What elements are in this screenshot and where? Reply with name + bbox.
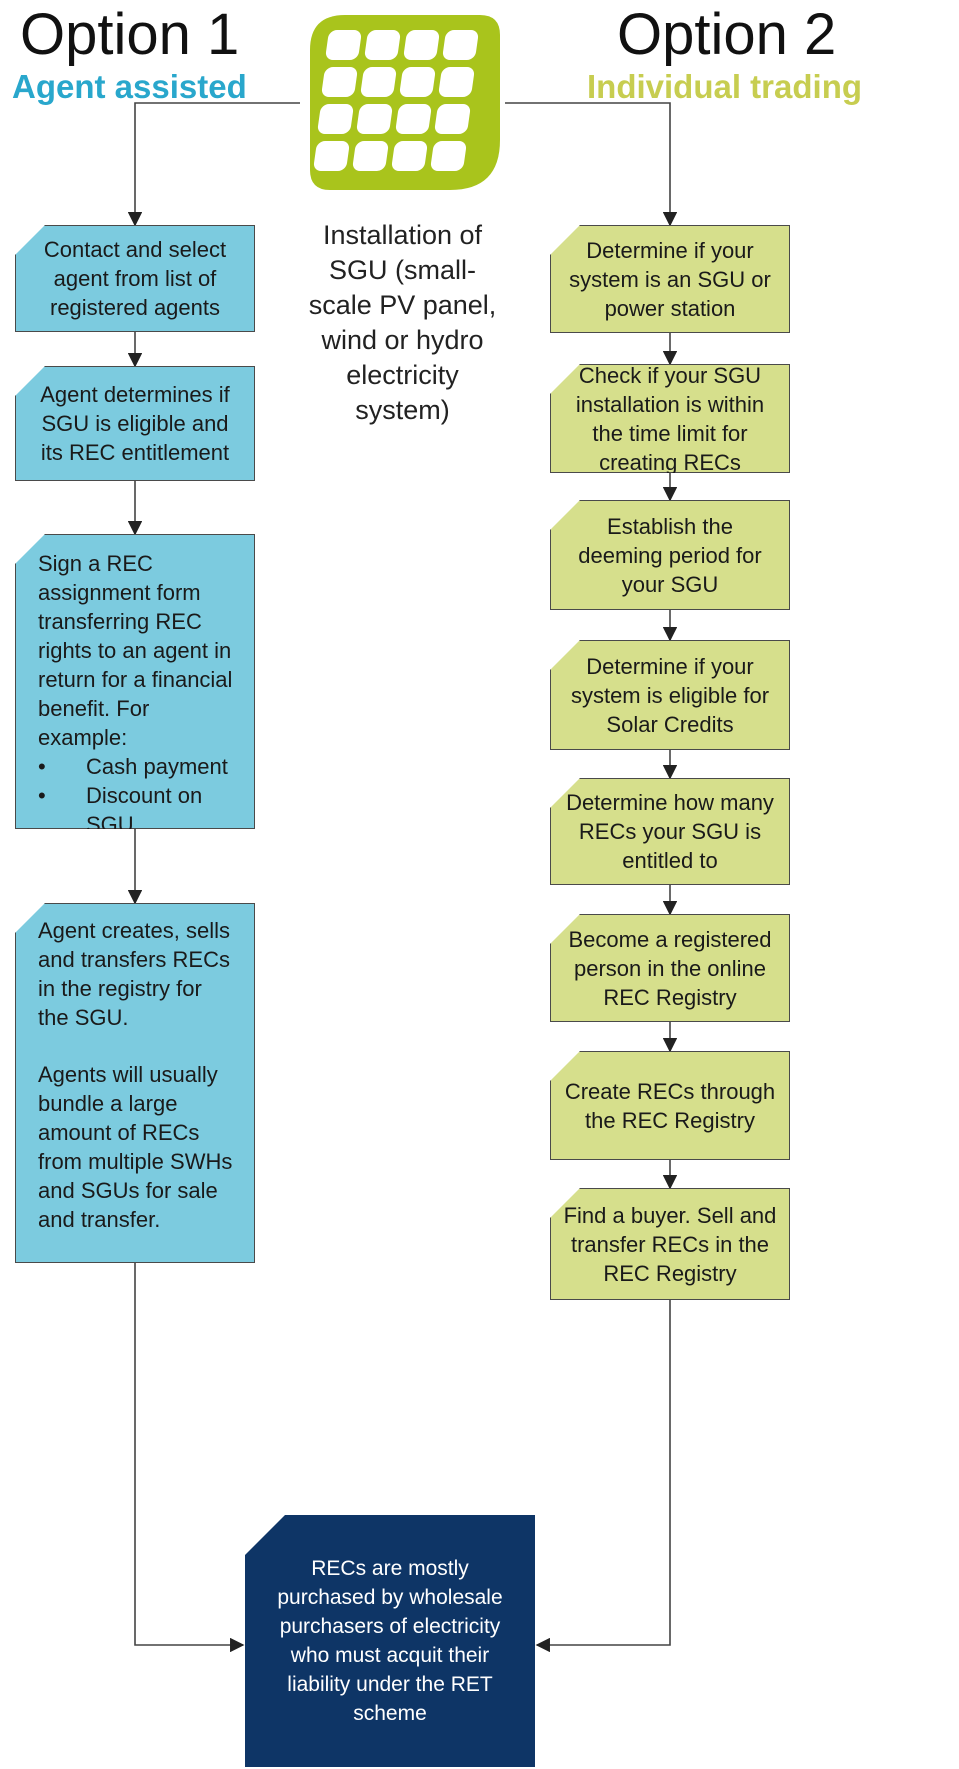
left-step-2-text: Agent determines if SGU is eligible and … (40, 382, 230, 465)
option1-title: Option 1 (20, 2, 240, 67)
left-step-4: Agent creates, sells and transfers RECs … (15, 903, 255, 1263)
right-step-5-text: Determine how many RECs your SGU is enti… (566, 790, 774, 873)
right-step-8-text: Find a buyer. Sell and transfer RECs in … (563, 1202, 777, 1286)
solar-cell (321, 67, 358, 97)
solar-cell (434, 104, 471, 134)
solar-cell (438, 67, 475, 97)
right-step-6-text: Become a registered person in the online… (568, 926, 772, 1010)
solar-cell (395, 104, 432, 134)
solar-cell (325, 30, 362, 60)
right-step-4: Determine if your system is eligible for… (550, 640, 790, 750)
right-step-1: Determine if your system is an SGU or po… (550, 225, 790, 333)
right-step-2-text: Check if your SGU installation is within… (575, 362, 765, 475)
solar-cell (356, 104, 393, 134)
solar-cell (313, 141, 350, 171)
option2-subtitle: Individual trading (587, 68, 863, 105)
right-step-8: Find a buyer. Sell and transfer RECs in … (550, 1188, 790, 1300)
solar-panel-icon (310, 15, 500, 190)
right-step-5: Determine how many RECs your SGU is enti… (550, 778, 790, 885)
installation-description: Installation of SGU (small-scale PV pane… (308, 220, 497, 425)
solar-cell (352, 141, 389, 171)
solar-cell (391, 141, 428, 171)
left-step-3: Sign a REC assignment form transferring … (15, 534, 255, 829)
right-step-4-text: Determine if your system is eligible for… (570, 653, 770, 737)
final-box: RECs are mostly purchased by wholesale p… (245, 1515, 535, 1767)
left-step-4-para1: Agent creates, sells and transfers RECs … (38, 918, 230, 1030)
bullet-item: •Discount on SGU (38, 781, 238, 837)
right-step-7-text: Create RECs through the REC Registry (564, 1078, 776, 1133)
solar-cell (360, 67, 397, 97)
branch-right (505, 102, 678, 227)
right-step-3: Establish the deeming period for your SG… (550, 500, 790, 610)
solar-cell (442, 30, 479, 60)
right-step-1-text: Determine if your system is an SGU or po… (569, 237, 771, 321)
left-to-final (134, 1263, 245, 1653)
right-step-7: Create RECs through the REC Registry (550, 1051, 790, 1160)
left-step-1: Contact and select agent from list of re… (15, 225, 255, 332)
bullet-cash-payment: Cash payment (86, 754, 228, 779)
solar-cell (317, 104, 354, 134)
right-step-3-text: Establish the deeming period for your SG… (578, 513, 762, 597)
option2-title: Option 2 (617, 2, 837, 67)
bullet-discount: Discount on SGU (86, 783, 203, 837)
right-to-final (535, 1300, 671, 1653)
right-step-6: Become a registered person in the online… (550, 914, 790, 1022)
bullet-item: •Cash payment (38, 754, 228, 779)
right-step-2: Check if your SGU installation is within… (550, 364, 790, 473)
left-step-2: Agent determines if SGU is eligible and … (15, 366, 255, 481)
branch-left (127, 102, 300, 227)
final-box-text: RECs are mostly purchased by wholesale p… (277, 1557, 503, 1725)
solar-cell (399, 67, 436, 97)
option1-subtitle: Agent assisted (12, 68, 247, 105)
left-step-1-text: Contact and select agent from list of re… (43, 237, 227, 320)
solar-cell (403, 30, 440, 60)
solar-cell (364, 30, 401, 60)
solar-cell (430, 141, 467, 171)
left-step-3-intro: Sign a REC assignment form transferring … (38, 551, 233, 750)
left-step-4-para2: Agents will usually bundle a large amoun… (38, 1062, 233, 1232)
